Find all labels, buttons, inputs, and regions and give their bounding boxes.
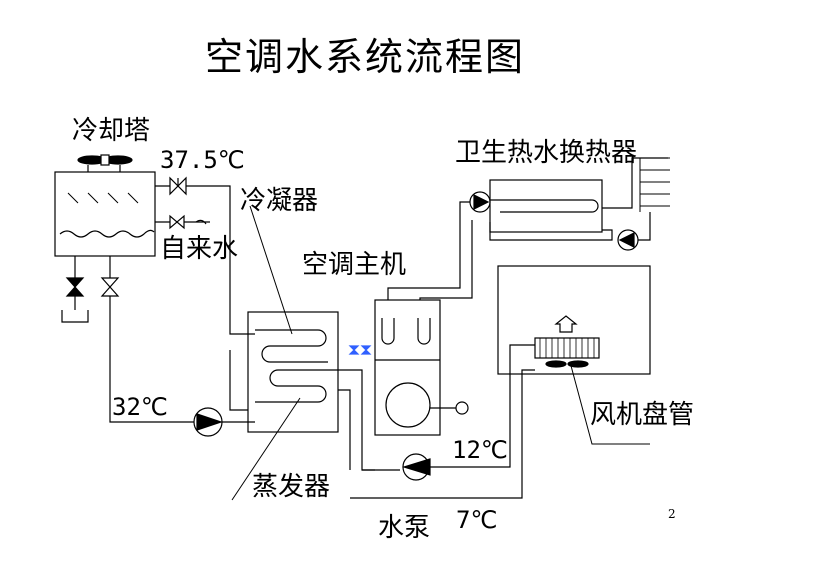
condenser-coil — [255, 329, 328, 363]
page-number: 2 — [668, 507, 676, 521]
cooling-tower-fan-icon — [77, 154, 133, 166]
evaporator-coil — [255, 369, 338, 403]
drain-icon — [61, 310, 89, 323]
fan-coil-unit — [497, 265, 651, 375]
outlet-arrows — [639, 157, 670, 212]
exchanger-pump-icon — [617, 229, 639, 251]
cooling-tower-label: 冷却塔 — [72, 116, 151, 146]
tap-water-valve-icon — [169, 214, 185, 230]
fan-coil-icon — [534, 337, 600, 368]
compressor-unit — [374, 299, 441, 436]
chilled-water-pump-icon — [401, 453, 431, 481]
evaporator-label: 蒸发器 — [252, 472, 331, 502]
temp-7-label: 7℃ — [456, 506, 498, 534]
airflow-up-arrow-icon — [554, 315, 578, 333]
drain-valve-icon — [65, 277, 85, 297]
water-pump-label: 水泵 — [378, 513, 431, 543]
temp-32-label: 32℃ — [112, 393, 168, 421]
compressor-icon — [385, 382, 469, 428]
chiller-label: 空调主机 — [302, 250, 407, 280]
tap-water-label: 自来水 — [160, 234, 239, 264]
temp-37-5-label: 37.5℃ — [160, 146, 245, 174]
expansion-valve-icon — [348, 345, 372, 355]
fan-coil-label: 风机盘管 — [590, 400, 695, 430]
valve-icon — [169, 176, 187, 196]
temp-12-label: 12℃ — [452, 436, 508, 464]
hot-water-pump-icon — [469, 191, 491, 213]
condenser-label: 冷凝器 — [240, 186, 319, 216]
page-title: 空调水系统流程图 — [205, 35, 526, 79]
chiller-unit — [247, 311, 339, 433]
hot-water-exchanger — [489, 179, 603, 233]
cooling-tower — [54, 165, 156, 257]
return-valve-icon — [100, 277, 120, 297]
condenser-pump-icon — [193, 407, 223, 437]
hot-water-exchanger-label: 卫生热水换热器 — [455, 138, 638, 168]
